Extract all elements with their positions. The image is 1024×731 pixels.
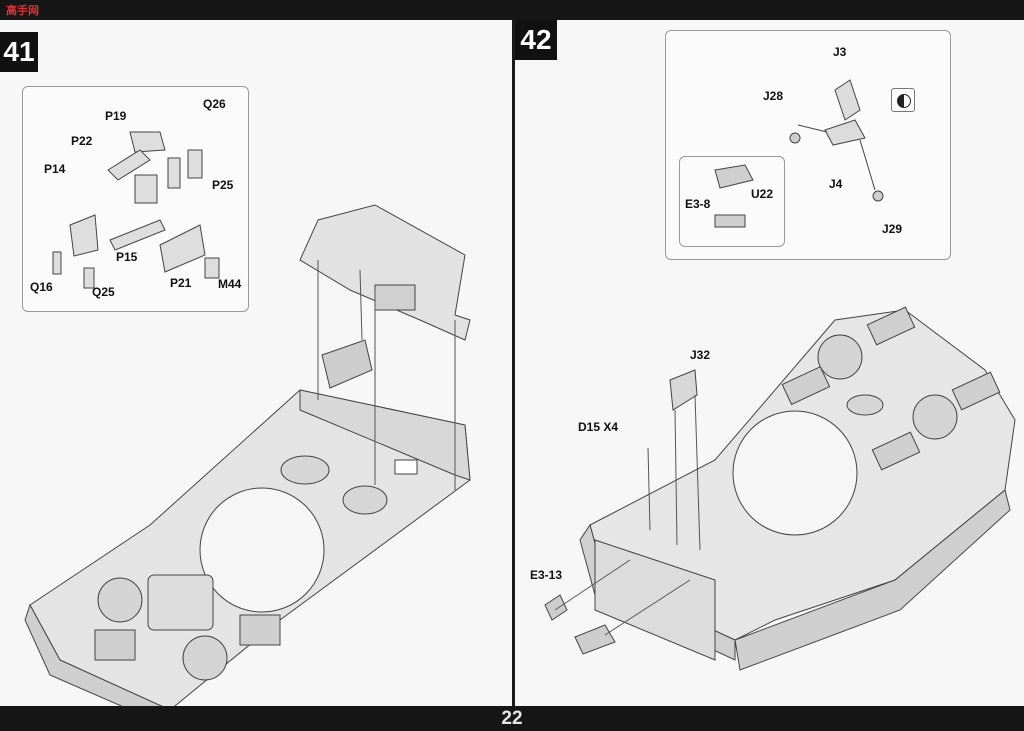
- instruction-page-right: 42: [515, 20, 1024, 706]
- callout-E3-13: E3-13: [530, 568, 563, 582]
- callout-Q25: Q25: [92, 285, 115, 299]
- step42-hull-illustration: [544, 79, 1016, 671]
- turret-ring-opening: [732, 410, 858, 536]
- hull-upper-plate: [299, 204, 471, 341]
- step41-hull-illustration: [24, 131, 471, 706]
- armour-block-part: [321, 339, 373, 389]
- step-number-badge: 41: [0, 32, 38, 72]
- hull-front-plate: [299, 389, 471, 481]
- callout-P14: P14: [44, 162, 66, 176]
- callout-D15-x4: D15 X4: [578, 420, 619, 434]
- top-border-bar: [0, 0, 1024, 20]
- callout-P22: P22: [71, 134, 93, 148]
- part-J32: [669, 369, 698, 411]
- callout-E3-8: E3-8: [685, 197, 711, 211]
- callout-M44: M44: [218, 277, 242, 291]
- hull-side-wall: [24, 603, 163, 706]
- callout-U22: U22: [751, 187, 774, 201]
- callout-J28: J28: [763, 89, 784, 103]
- watermark-logo: 高手网: [6, 5, 39, 17]
- hull-side: [734, 489, 1011, 671]
- callout-J32: J32: [690, 348, 711, 362]
- page-divider: [512, 20, 515, 706]
- callout-P21: P21: [170, 276, 192, 290]
- callout-P19: P19: [105, 109, 127, 123]
- engine-fan-left: [817, 334, 863, 380]
- step-number-badge: 42: [515, 20, 557, 60]
- paint-reference-icon: [891, 88, 915, 112]
- turret-ring-opening: [199, 487, 325, 613]
- bottom-border-bar: [0, 706, 1024, 731]
- engine-fan-right: [912, 394, 958, 440]
- callout-P15: P15: [116, 250, 138, 264]
- hull-glacis-plate: [594, 539, 716, 661]
- callout-P25: P25: [212, 178, 234, 192]
- page-number: 22: [501, 708, 523, 729]
- callout-Q26: Q26: [203, 97, 226, 111]
- instruction-page-left: 41: [0, 20, 512, 706]
- callout-J29: J29: [882, 222, 903, 236]
- callout-Q16: Q16: [30, 280, 53, 294]
- callout-J4: J4: [829, 177, 843, 191]
- callout-J3: J3: [833, 45, 847, 59]
